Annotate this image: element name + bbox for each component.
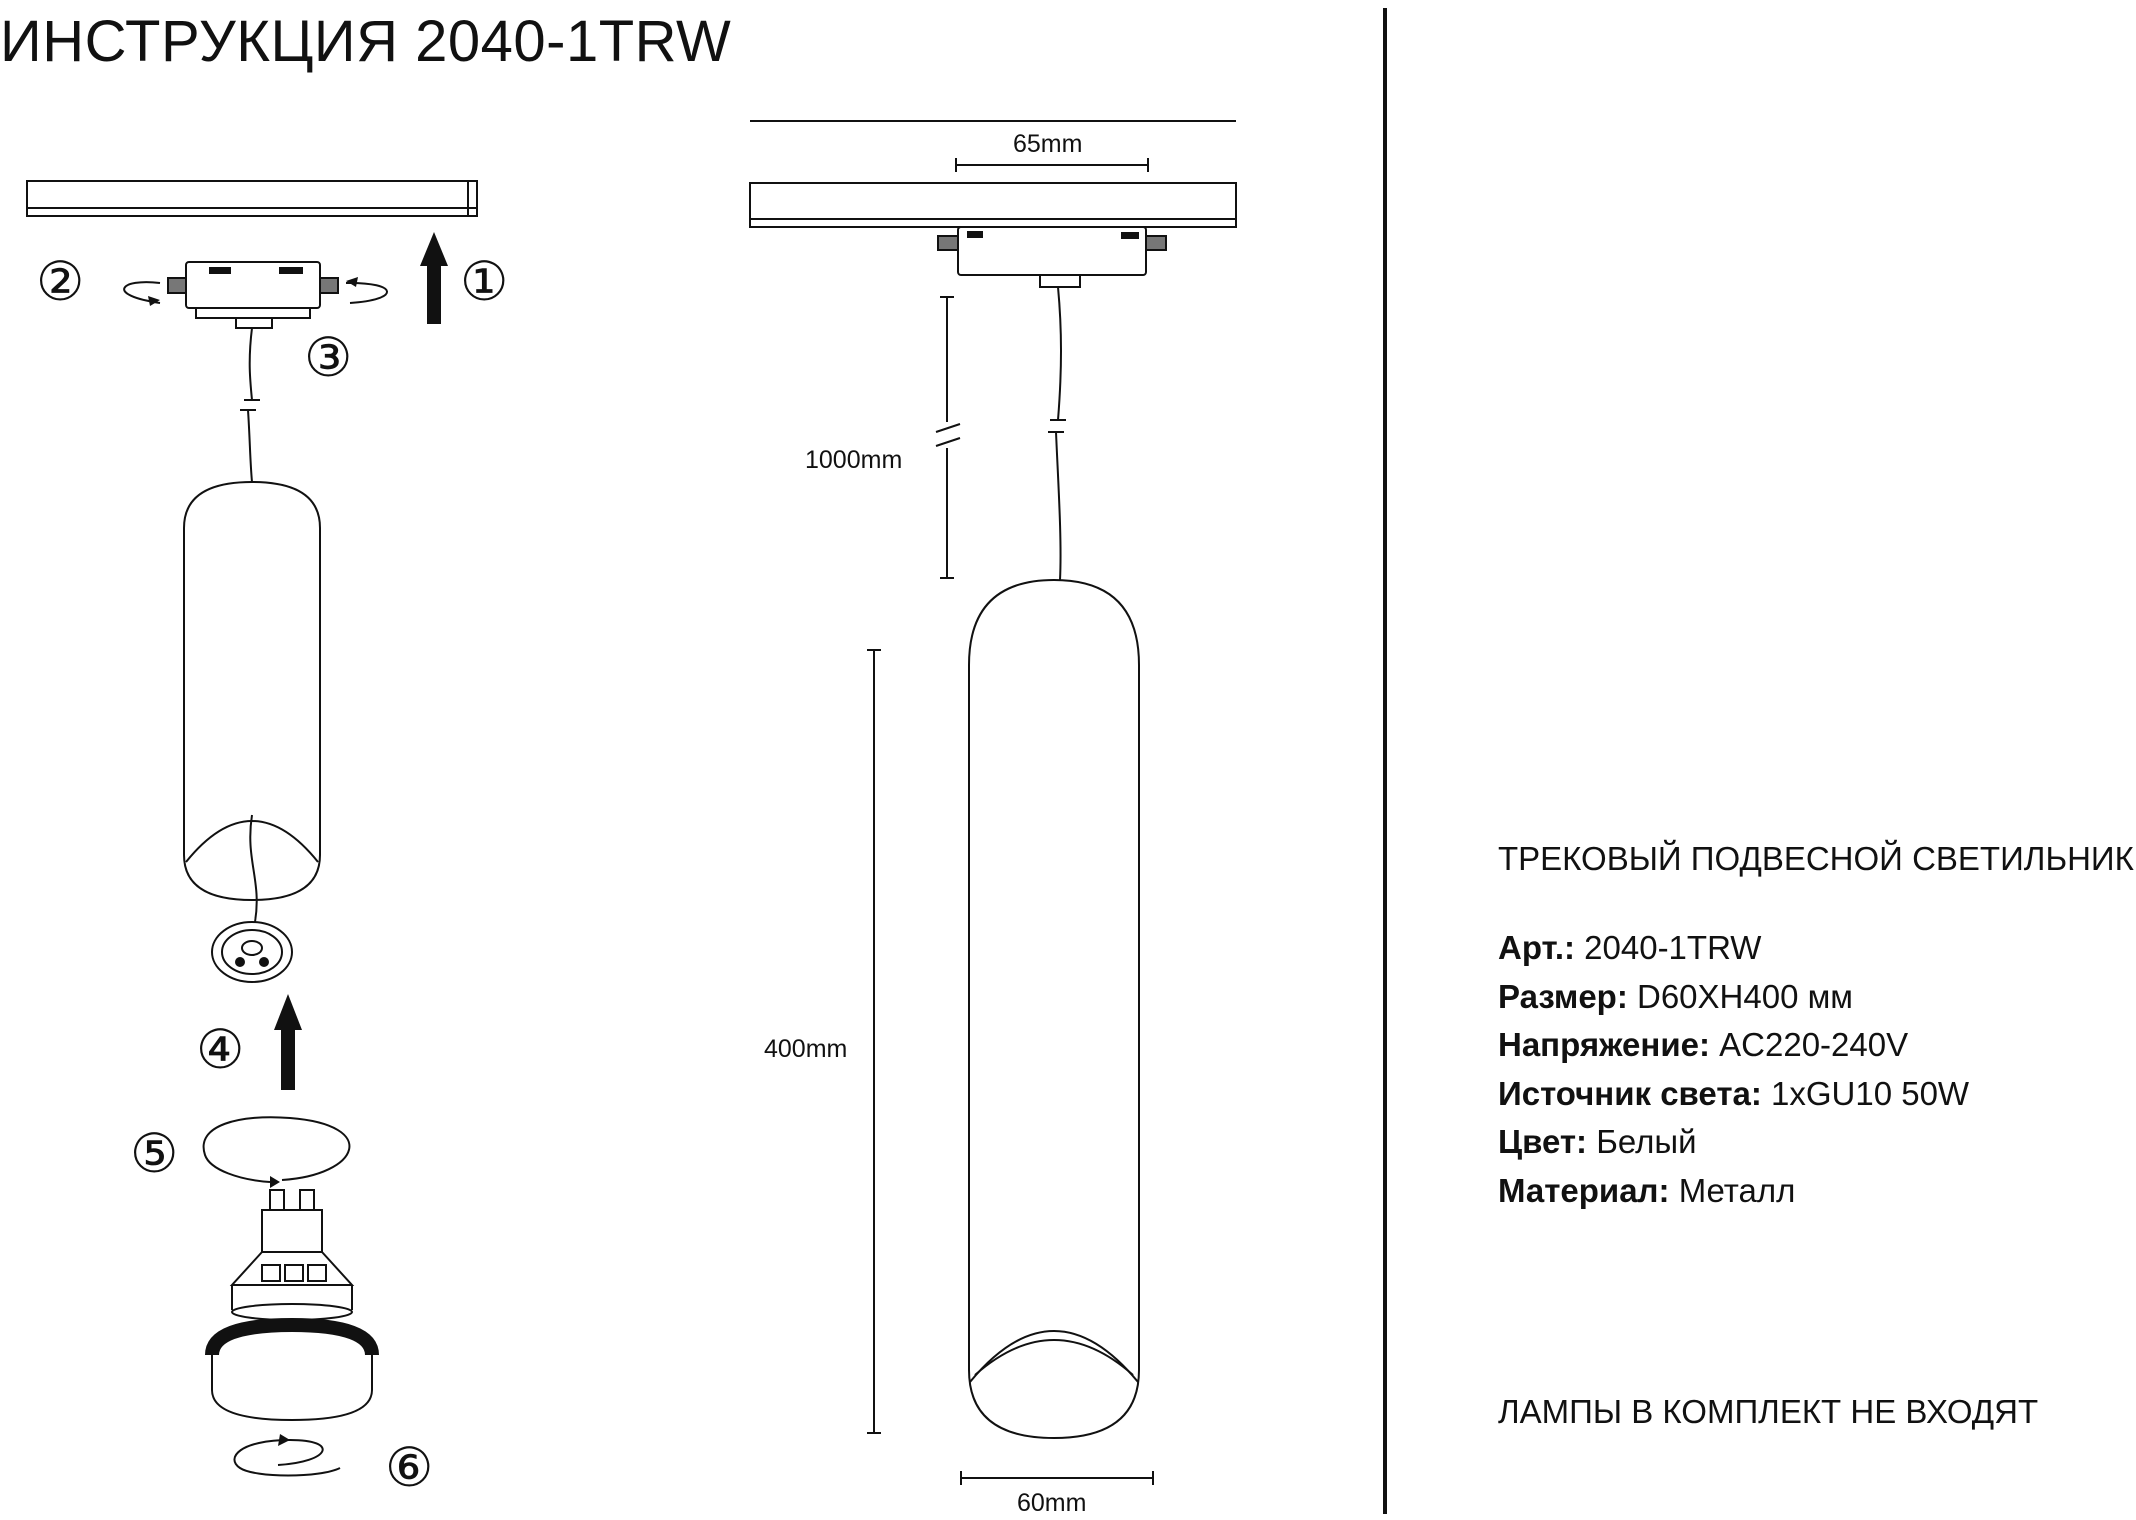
spec-row-size: Размер: D60XH400 мм bbox=[1498, 973, 1969, 1022]
vertical-divider bbox=[1383, 8, 1387, 1514]
dimension-400mm: 400mm bbox=[764, 1035, 847, 1063]
dimension-adapter: 65mm bbox=[955, 130, 1149, 172]
dimension-1000mm: 1000mm bbox=[805, 446, 902, 474]
lamps-not-included-note: ЛАМПЫ В КОМПЛЕКТ НЕ ВХОДЯТ bbox=[1498, 1393, 2039, 1430]
product-type: ТРЕКОВЫЙ ПОДВЕСНОЙ СВЕТИЛЬНИК bbox=[1498, 840, 2134, 877]
cable-left bbox=[240, 327, 260, 483]
track-rail-middle bbox=[749, 120, 1237, 228]
page-title: ИНСТРУКЦИЯ 2040-1TRW bbox=[0, 9, 732, 74]
track-adapter-middle bbox=[937, 226, 1167, 288]
spec-value: AC220-240V bbox=[1719, 1026, 1909, 1063]
gu10-lamp bbox=[229, 1189, 355, 1321]
spec-value: Металл bbox=[1678, 1171, 1796, 1209]
spec-label: Арт.: bbox=[1498, 929, 1575, 966]
up-arrow-1 bbox=[420, 232, 448, 324]
spec-value: Белый bbox=[1596, 1123, 1697, 1160]
spec-value: 2040-1TRW bbox=[1584, 929, 1762, 966]
lamp-ring bbox=[205, 1317, 379, 1422]
dimension-65mm: 65mm bbox=[1013, 130, 1082, 158]
spec-row-voltage: Напряжение: AC220-240V bbox=[1498, 1021, 1969, 1070]
dimension-60mm: 60mm bbox=[1017, 1489, 1086, 1517]
spec-list: Арт.: 2040-1TRW Размер: D60XH400 мм Напр… bbox=[1498, 924, 1969, 1215]
spec-row-color: Цвет: Белый bbox=[1498, 1118, 1969, 1167]
spec-value: 1xGU10 50W bbox=[1771, 1074, 1970, 1112]
spec-label: Напряжение: bbox=[1498, 1026, 1710, 1063]
rotate-arrow-right bbox=[345, 277, 388, 304]
lamp-body-left bbox=[183, 480, 321, 902]
spec-label: Материал: bbox=[1498, 1171, 1670, 1209]
spec-row-material: Материал: Металл bbox=[1498, 1167, 1969, 1216]
step-badge-2: ② bbox=[36, 252, 84, 312]
step-badge-5: ⑤ bbox=[130, 1124, 178, 1184]
lamp-body-middle bbox=[968, 578, 1140, 1440]
gu10-socket bbox=[211, 921, 293, 983]
step-badge-6: ⑥ bbox=[385, 1438, 433, 1498]
cable-middle bbox=[1048, 286, 1066, 581]
step-badge-4: ④ bbox=[196, 1020, 244, 1080]
step-badges: ① ② ③ ④ ⑤ ⑥ bbox=[36, 252, 508, 1498]
spec-row-light-source: Источник света: 1xGU10 50W bbox=[1498, 1070, 1969, 1119]
step-badge-1: ① bbox=[460, 252, 508, 312]
dimension-body-height: 400mm bbox=[764, 649, 881, 1434]
spec-label: Размер: bbox=[1498, 977, 1628, 1015]
track-adapter-left bbox=[167, 261, 339, 329]
spec-value: D60XH400 мм bbox=[1637, 977, 1853, 1015]
dimension-cable: 1000mm bbox=[805, 296, 961, 579]
spec-label: Источник света: bbox=[1498, 1074, 1762, 1112]
rotate-arrow-6 bbox=[233, 1434, 341, 1477]
rotate-arrow-5 bbox=[202, 1116, 351, 1188]
track-rail-left bbox=[26, 180, 478, 217]
socket-wire bbox=[249, 814, 258, 923]
dimension-diameter: 60mm bbox=[960, 1471, 1154, 1517]
spec-row-article: Арт.: 2040-1TRW bbox=[1498, 924, 1969, 973]
rotate-arrow-left bbox=[123, 281, 161, 306]
up-arrow-4 bbox=[274, 994, 302, 1090]
spec-label: Цвет: bbox=[1498, 1123, 1588, 1160]
step-badge-3: ③ bbox=[304, 328, 352, 388]
